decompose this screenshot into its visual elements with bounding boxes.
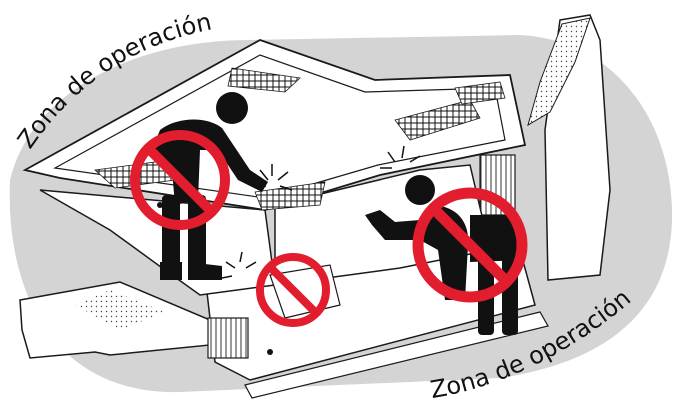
grille-top (227, 67, 301, 93)
grille-far-right (454, 81, 506, 105)
prohibition-icon (130, 130, 230, 230)
stopper-marker (267, 349, 273, 355)
stopper-marker (157, 202, 163, 208)
pinch-point-icon (254, 164, 293, 191)
grille-right (394, 99, 481, 141)
left-slab-texture (75, 290, 165, 330)
heatsink-left (207, 317, 249, 359)
prohibition-icon (412, 187, 528, 303)
pinch-point-icon (221, 251, 257, 279)
grille-center (254, 181, 326, 211)
base-frame-edge (244, 311, 549, 399)
prohibition-icon (256, 253, 330, 327)
pinch-point-icon (380, 145, 421, 169)
right-wall-texture (527, 17, 591, 127)
